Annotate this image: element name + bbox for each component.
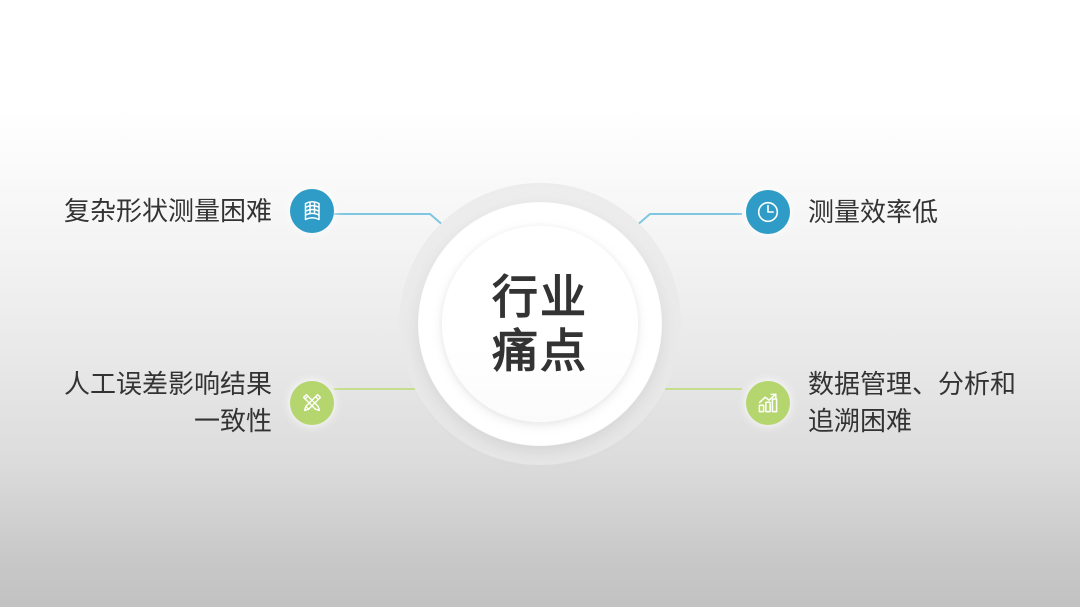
hub-outer-ring: 行业 痛点 xyxy=(419,203,661,445)
clock-icon xyxy=(746,190,790,234)
center-hub: 行业 痛点 xyxy=(399,183,681,465)
curved-mesh-grid-icon xyxy=(290,189,334,233)
page-title: 行业 痛点 xyxy=(492,270,588,377)
hub-inner-disc: 行业 痛点 xyxy=(442,226,638,422)
node-complex-shape[interactable]: 复杂形状测量困难 xyxy=(22,189,334,233)
node-manual-error[interactable]: 人工误差影响结果 一致性 xyxy=(22,366,334,440)
pencil-ruler-icon xyxy=(290,380,334,425)
node-label-complex-shape: 复杂形状测量困难 xyxy=(63,195,272,226)
curved-mesh-grid-glyph xyxy=(304,201,320,221)
node-label-efficiency: 测量效率低 xyxy=(808,196,939,227)
bar-chart-growth-glyph xyxy=(758,393,778,413)
node-efficiency[interactable]: 测量效率低 xyxy=(746,190,938,234)
pencil-ruler-glyph xyxy=(302,393,322,412)
bar-chart-growth-icon xyxy=(746,380,790,425)
clock-glyph xyxy=(757,201,779,223)
node-label-data-mgmt: 数据管理、分析和 追溯困难 xyxy=(808,369,1017,436)
node-data-mgmt[interactable]: 数据管理、分析和 追溯困难 xyxy=(746,366,1016,440)
node-label-manual-error: 人工误差影响结果 一致性 xyxy=(63,369,272,436)
